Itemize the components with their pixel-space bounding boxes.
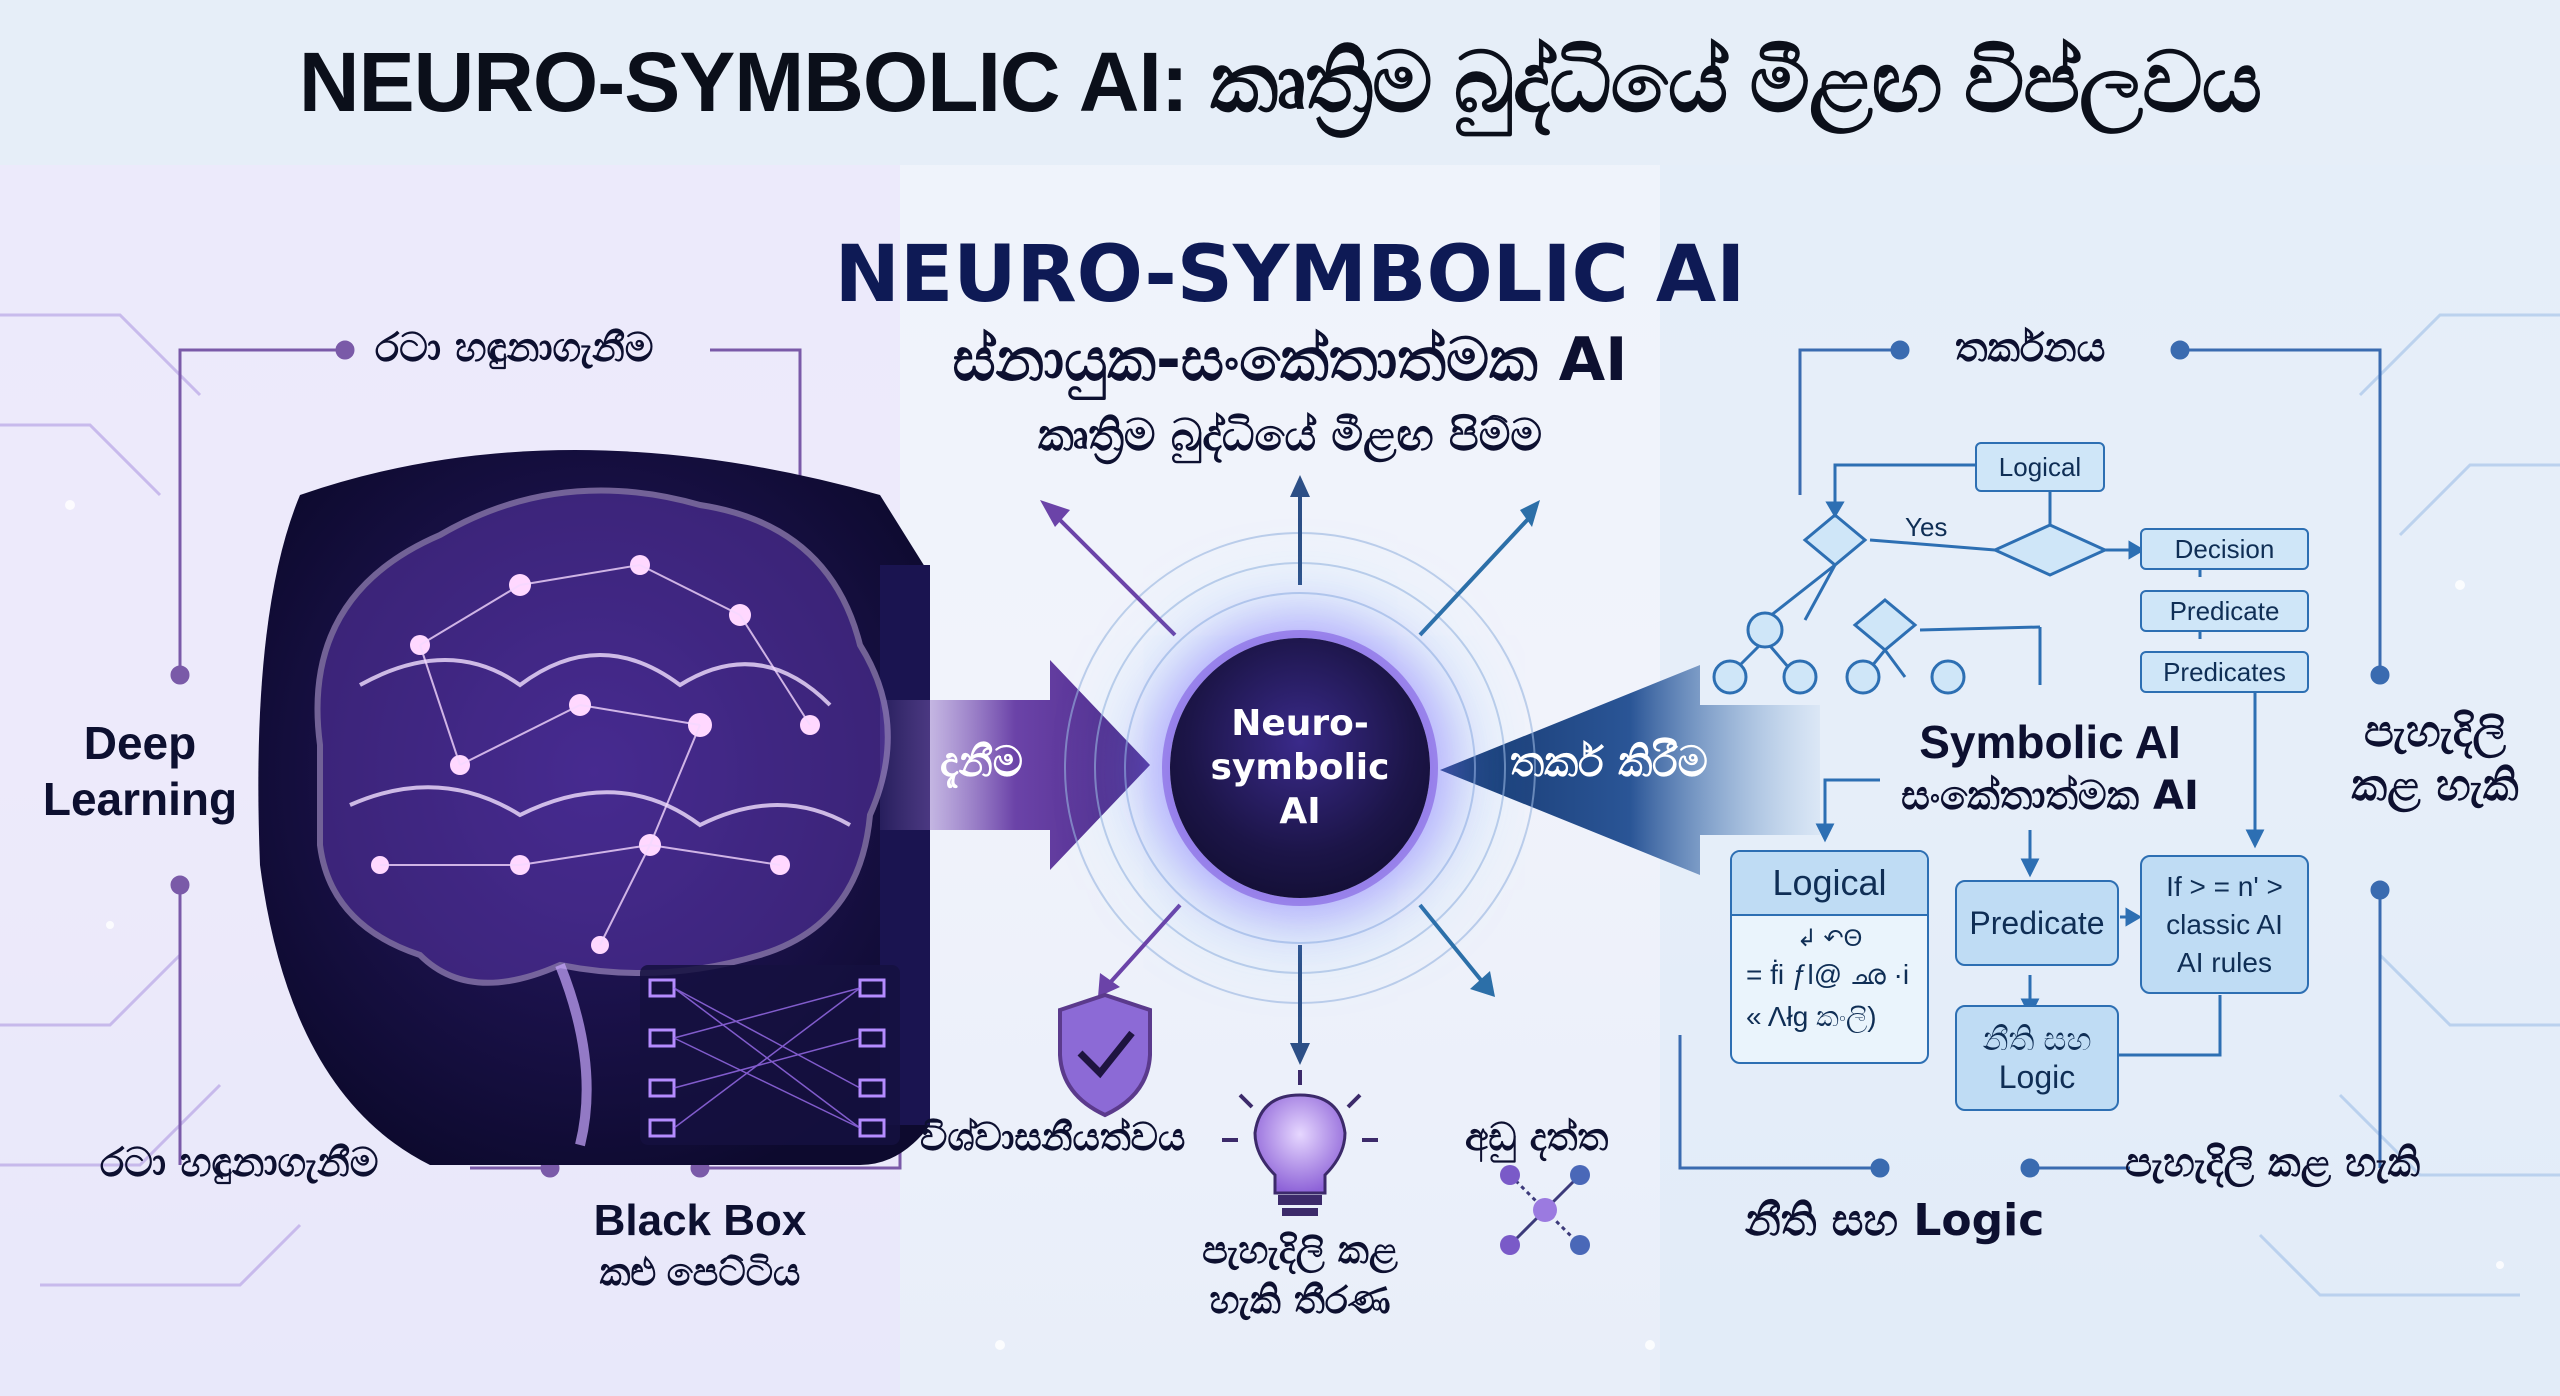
right-top-label: තර්කනය xyxy=(1955,325,2106,371)
lightbulb-icon xyxy=(1222,1070,1378,1216)
black-box-line-1: Black Box xyxy=(593,1196,807,1245)
right-side-line-2: කළ හැකි xyxy=(2351,760,2519,811)
network-icon xyxy=(1500,1165,1590,1255)
flow-logical-box: Logical xyxy=(1975,442,2105,492)
right-side-label: පැහැදිලි කළ හැකි xyxy=(2320,705,2550,813)
arrow-reasoning xyxy=(1440,665,1820,875)
logical-card-line-0: ↲ ↶Θ xyxy=(1796,925,1863,952)
shield-check-icon xyxy=(1058,992,1152,1118)
logical-card: Logical ↲ ↶Θ = ḟi ƒl@ ഛ ·i « Λłg කංලි) xyxy=(1730,850,1929,1064)
arrow-right-label: තර්ක කිරීම xyxy=(1510,737,1708,786)
symbolic-ai-si: සංකේතාත්මක AI xyxy=(1901,773,2199,819)
right-side-line-1: පැහැදිලි xyxy=(2363,706,2507,757)
flow-yes-label: Yes xyxy=(1905,512,1948,542)
rules-logic-box: නීති සහ Logic xyxy=(1955,1005,2119,1111)
left-top-label: රටා හඳුනාගැනීම xyxy=(375,325,654,371)
flow-decision-box: Decision xyxy=(2140,528,2309,570)
feature-explainable-line-2: හැකි තීරණ xyxy=(1209,1278,1391,1322)
center-heading-en: NEURO-SYMBOLIC AI xyxy=(834,230,1746,320)
brain-icon xyxy=(314,487,891,1147)
feature-trust: විශ්වාසනීයත්වය xyxy=(920,1115,1186,1159)
deep-learning-line-2: Learning xyxy=(42,773,238,825)
feature-explainable-line-1: පැහැදිලි කළ xyxy=(1202,1228,1398,1272)
center-subheading: කෘත්‍රිම බුද්ධියේ මීළඟ පිම්ම xyxy=(1038,410,1542,461)
header: NEURO-SYMBOLIC AI: කෘත්‍රිම බුද්ධියේ මීළ… xyxy=(0,0,2560,165)
decision-tree-icon xyxy=(1712,513,2109,695)
neural-net-icon xyxy=(640,965,900,1145)
feature-less-data: අඩු දත්ත xyxy=(1465,1115,1609,1159)
rules-box-line-2: classic AI xyxy=(2166,908,2283,940)
rules-box-line-3: AI rules xyxy=(2177,946,2272,978)
page-title: NEURO-SYMBOLIC AI: කෘත්‍රිම බුද්ධියේ මීළ… xyxy=(298,34,2262,129)
deep-learning-line-1: Deep xyxy=(83,717,197,769)
rules-logic-line-2: Logic xyxy=(1998,1059,2076,1095)
left-bottom-label: රටා හඳුනාගැනීම xyxy=(100,1140,379,1186)
predicate-box: Predicate xyxy=(1955,880,2119,966)
core-line-2: symbolic xyxy=(1210,747,1390,788)
arrow-knowledge xyxy=(880,660,1150,870)
symbolic-ai-en: Symbolic AI xyxy=(1919,716,2181,768)
flow-predicate-box: Predicate xyxy=(2140,590,2309,632)
neuro-symbolic-core: Neuro- symbolic AI xyxy=(1170,638,1430,898)
deep-learning-label: Deep Learning xyxy=(30,715,250,827)
infographic: NEURO-SYMBOLIC AI ස්නායුක-සංකේතාත්මක AI … xyxy=(0,165,2560,1396)
core-line-3: AI xyxy=(1279,791,1321,832)
black-box-label: Black Box කළු පෙට්ටිය xyxy=(560,1195,840,1299)
rules-box-line-1: If > = n' > xyxy=(2166,870,2283,902)
symbolic-ai-label: Symbolic AI සංකේතාත්මක AI xyxy=(1900,715,2200,823)
logical-card-line-2: « Λłg කංලි) xyxy=(1746,1001,1877,1032)
arrow-left-label: දැනීම xyxy=(940,737,1023,786)
black-box-line-2: කළු පෙට්ටිය xyxy=(599,1252,801,1294)
logical-card-head: Logical xyxy=(1732,852,1927,916)
flow-predicates-box: Predicates xyxy=(2140,651,2309,693)
rules-box: If > = n' > classic AI AI rules xyxy=(2140,855,2309,994)
center-heading-si: ස්නායුක-සංකේතාත්මක AI xyxy=(952,325,1628,395)
right-bottom-right-label: පැහැදිලි කළ හැකි xyxy=(2125,1140,2421,1186)
rules-logic-line-1: නීති සහ xyxy=(1982,1021,2092,1057)
rules-logic-label: නීති සහ Logic xyxy=(1745,1195,2045,1246)
background-graphics xyxy=(0,165,2560,1396)
feature-explainable: පැහැදිලි කළ හැකි තීරණ xyxy=(1160,1225,1440,1325)
logical-card-line-1: = ḟi ƒl@ ഛ ·i xyxy=(1746,959,1910,990)
core-line-1: Neuro- xyxy=(1231,703,1369,744)
